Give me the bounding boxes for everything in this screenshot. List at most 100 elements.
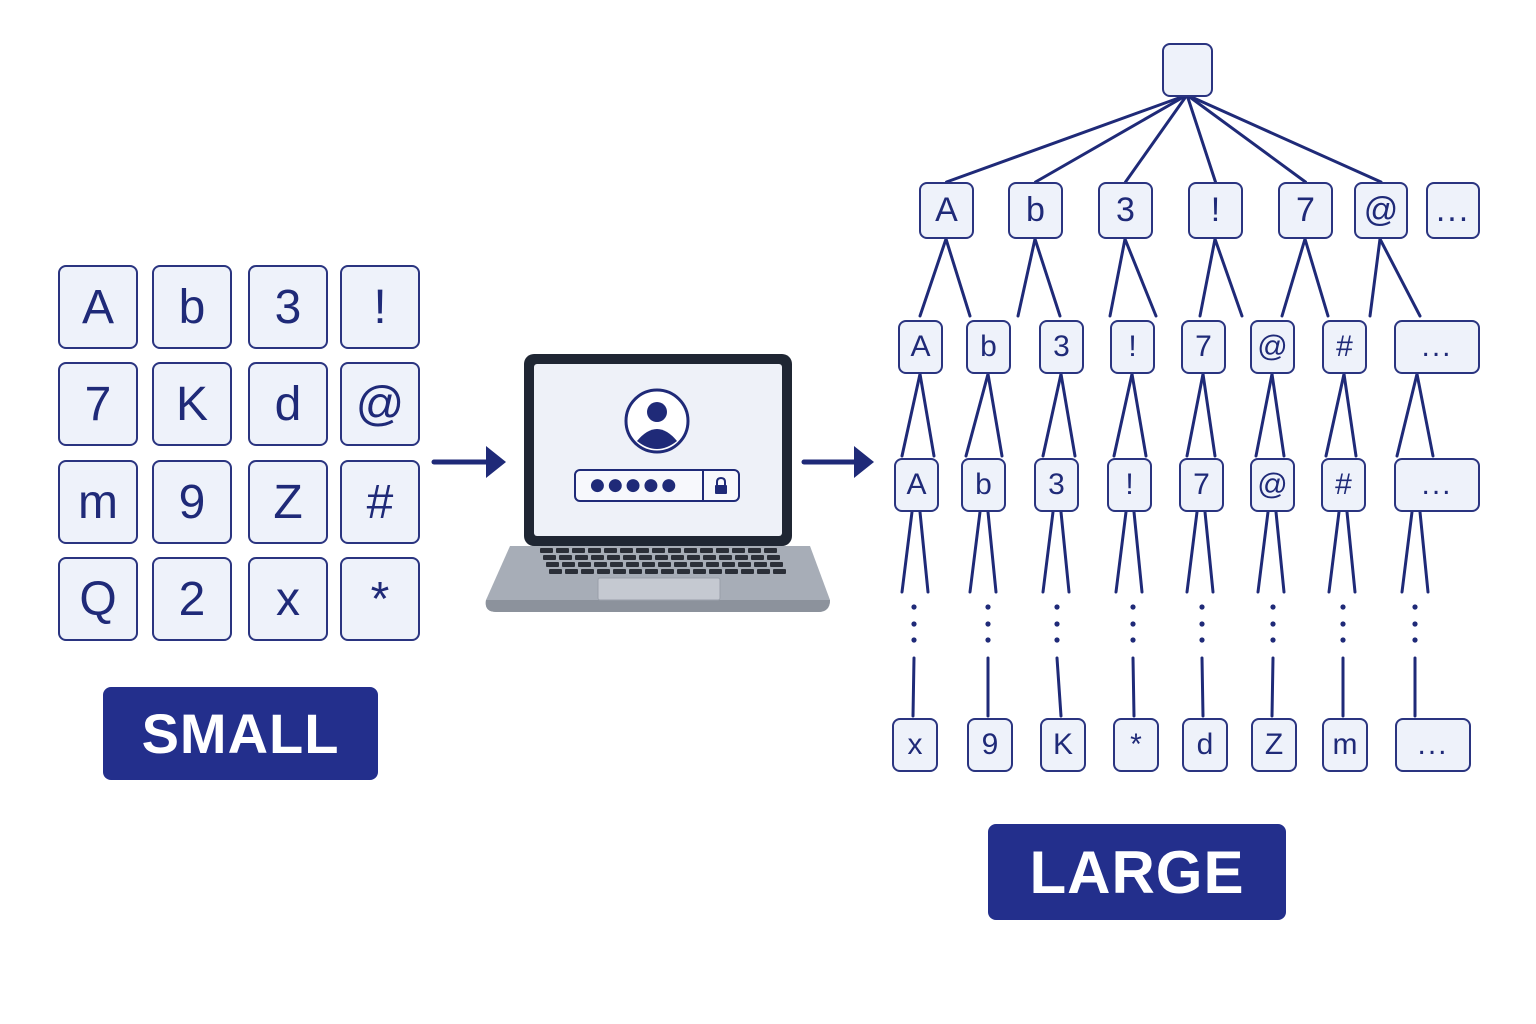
- connector-line: [1342, 372, 1358, 458]
- keyboard-key: [754, 562, 767, 567]
- keyboard-key: [581, 569, 594, 574]
- keyboard-key: [706, 562, 719, 567]
- keyboard-key: [693, 569, 706, 574]
- keyboard-key: [690, 562, 703, 567]
- tree-node: @: [1354, 182, 1408, 239]
- keyboard-key: [658, 562, 671, 567]
- connector-line: [1201, 372, 1217, 458]
- field-divider: [702, 471, 704, 500]
- grid-key: Q: [58, 557, 138, 641]
- tree-node: !: [1110, 320, 1155, 374]
- continuation-dot: [1199, 621, 1205, 627]
- connector-line: [1130, 372, 1148, 458]
- continuation-dot: [1270, 621, 1276, 627]
- keyboard-key: [607, 555, 620, 560]
- tree-node: 3: [1039, 320, 1084, 374]
- keyboard-key: [738, 562, 751, 567]
- connector-line: [986, 372, 1004, 458]
- tree-node: 3: [1098, 182, 1153, 239]
- tree-node: b: [961, 458, 1006, 512]
- connector-line: [1198, 237, 1217, 318]
- grid-key: *: [340, 557, 420, 641]
- connector-line: [964, 372, 990, 458]
- connector-line: [1132, 510, 1144, 594]
- tree-node: d: [1182, 718, 1228, 772]
- keyboard-key: [597, 569, 610, 574]
- keyboard-key: [562, 562, 575, 567]
- connector-line: [911, 656, 916, 718]
- keyboard-key: [773, 569, 786, 574]
- connector-line: [1041, 372, 1063, 458]
- connector-line: [918, 510, 930, 594]
- lock-icon: [715, 476, 727, 494]
- tree-node: x: [892, 718, 938, 772]
- tree-node: Z: [1251, 718, 1297, 772]
- connector-line: [900, 372, 922, 458]
- tree-node: m: [1322, 718, 1368, 772]
- keyboard-key: [629, 569, 642, 574]
- grid-key: 2: [152, 557, 232, 641]
- grid-key: m: [58, 460, 138, 544]
- grid-key: A: [58, 265, 138, 349]
- keyboard-key: [591, 555, 604, 560]
- connector-line: [1124, 93, 1189, 184]
- arrow-to-laptop: [486, 446, 506, 478]
- connector-line: [1327, 510, 1341, 594]
- tree-node: ...: [1394, 458, 1480, 512]
- connector-line: [918, 372, 936, 458]
- connector-line: [1324, 372, 1346, 458]
- keyboard-key: [757, 569, 770, 574]
- connector-line: [1055, 656, 1063, 718]
- keyboard-key: [722, 562, 735, 567]
- keyboard-key: [764, 548, 777, 553]
- connector-line: [1059, 510, 1071, 594]
- password-field[interactable]: ●●●●●: [574, 469, 740, 502]
- connector-line: [900, 510, 914, 594]
- tree-node: #: [1321, 458, 1366, 512]
- keyboard-key: [709, 569, 722, 574]
- tree-node: !: [1188, 182, 1243, 239]
- keyboard-key: [575, 555, 588, 560]
- grid-key: !: [340, 265, 420, 349]
- keyboard-key: [565, 569, 578, 574]
- continuation-dot: [1054, 621, 1060, 627]
- keyboard-key: [610, 562, 623, 567]
- tree-node: ...: [1394, 320, 1480, 374]
- tree-node: b: [966, 320, 1011, 374]
- connector-line: [1185, 93, 1217, 184]
- continuation-dot: [1340, 637, 1346, 643]
- keyboard-key: [655, 555, 668, 560]
- connector-line: [1270, 656, 1275, 718]
- continuation-dot: [1199, 637, 1205, 643]
- keyboard-key: [751, 555, 764, 560]
- keyboard-key: [626, 562, 639, 567]
- keyboard-key: [636, 548, 649, 553]
- grid-key: 3: [248, 265, 328, 349]
- connector-line: [1254, 372, 1274, 458]
- keyboard-key: [671, 555, 684, 560]
- connector-line: [1213, 237, 1244, 318]
- tree-node: @: [1250, 458, 1295, 512]
- connector-line: [1041, 510, 1055, 594]
- connector-line: [1123, 237, 1158, 318]
- continuation-dot: [1054, 604, 1060, 610]
- keyboard-key: [725, 569, 738, 574]
- keyboard-key: [549, 569, 562, 574]
- grid-key: Z: [248, 460, 328, 544]
- tree-node: ...: [1426, 182, 1480, 239]
- user-avatar-icon: [624, 388, 690, 454]
- keyboard-key: [546, 562, 559, 567]
- connector-line: [1378, 237, 1422, 318]
- keyboard-key: [732, 548, 745, 553]
- connector-line: [1280, 237, 1307, 318]
- keyboard-key: [623, 555, 636, 560]
- grid-key: #: [340, 460, 420, 544]
- continuation-dot: [911, 637, 917, 643]
- password-mask: ●●●●●: [590, 475, 680, 495]
- keyboard-key: [642, 562, 655, 567]
- tree-node: 7: [1179, 458, 1224, 512]
- laptop-keyboard: [540, 548, 786, 574]
- keyboard-key: [604, 548, 617, 553]
- continuation-dot: [1130, 604, 1136, 610]
- continuation-dot: [1130, 621, 1136, 627]
